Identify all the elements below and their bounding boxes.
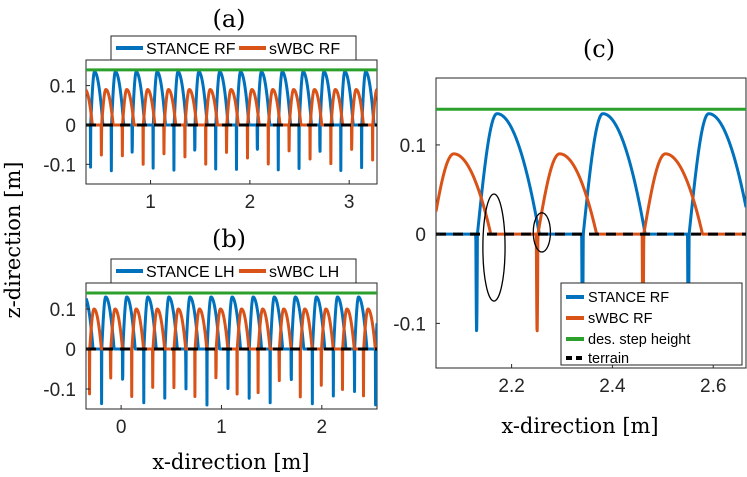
panel-a-ytick-label: 0.1: [50, 77, 76, 98]
panel-b-xtick-label: 0: [116, 417, 127, 438]
panel-b-legend-box: [110, 258, 357, 284]
panel-a-ytick-label: 0: [65, 116, 76, 137]
panel-a-legend-label-stance: STANCE RF: [146, 41, 236, 58]
panel-b-xtick-label: 2: [317, 417, 328, 438]
panel-b-xtick-label: 1: [216, 417, 227, 438]
panel-b-label: (b): [212, 225, 246, 253]
figure-ylabel: z-direction [m]: [1, 162, 25, 319]
panel-c-series-stance: [436, 112, 746, 333]
panel-b-xlabel: x-direction [m]: [152, 450, 309, 474]
panel-a-xtick-label: 3: [344, 192, 355, 213]
panel-a-label: (a): [212, 5, 245, 33]
panel-a-xtick-label: 1: [145, 192, 156, 213]
panel-a-legend: STANCE RF sWBC RF: [110, 35, 357, 61]
panel-c-ytick-label: 0: [415, 225, 426, 246]
panel-c-xtick-label: 2.6: [700, 376, 726, 397]
panel-c-xtick-label: 2.4: [599, 376, 626, 397]
panel-c-legend-label-des: des. step height: [588, 332, 690, 348]
panel-b-ytick-label: -0.1: [43, 380, 76, 401]
panel-c-annotation-ellipse-2: [532, 212, 552, 253]
panel-b-ytick-label: 0: [65, 340, 76, 361]
panel-b: (b) 0.1 0 -0.1 0 1 2 STANCE LH sWBC LH x-dire…: [43, 225, 378, 474]
panel-b-legend-label-swbc: sWBC LH: [269, 264, 339, 281]
panel-c: (c) 0.1 0 -0.1 2.2 2.4 2.6 STANCE RF sWBC RF …: [393, 35, 747, 438]
panel-a-legend-box: [110, 35, 357, 61]
panel-c-xlabel: x-direction [m]: [501, 414, 658, 438]
panel-c-legend-box: [560, 282, 743, 366]
panel-c-ytick-label: -0.1: [393, 314, 426, 335]
panel-a: (a) 0.1 0 -0.1 1 2 3 STANCE RF sWBC RF: [43, 5, 378, 213]
panel-b-ytick-label: 0.1: [50, 300, 76, 321]
panel-c-label: (c): [583, 35, 615, 63]
panel-a-legend-label-swbc: sWBC RF: [269, 41, 340, 58]
panel-c-series-swbc: [436, 152, 746, 333]
panel-b-legend-label-stance: STANCE LH: [146, 264, 235, 281]
panel-c-legend-label-stance: STANCE RF: [588, 290, 669, 306]
panel-c-annotation-ellipse-1: [482, 193, 506, 302]
panel-c-legend-label-terrain: terrain: [588, 351, 629, 367]
panel-c-xtick-label: 2.2: [498, 376, 524, 397]
panel-a-xtick-label: 2: [245, 192, 256, 213]
panel-b-legend: STANCE LH sWBC LH: [110, 258, 357, 284]
panel-a-ytick-label: -0.1: [43, 155, 76, 176]
panel-c-legend: STANCE RF sWBC RF des. step height terra…: [560, 282, 743, 367]
panel-c-ytick-label: 0.1: [400, 136, 426, 157]
panel-c-legend-label-swbc: sWBC RF: [588, 311, 653, 327]
